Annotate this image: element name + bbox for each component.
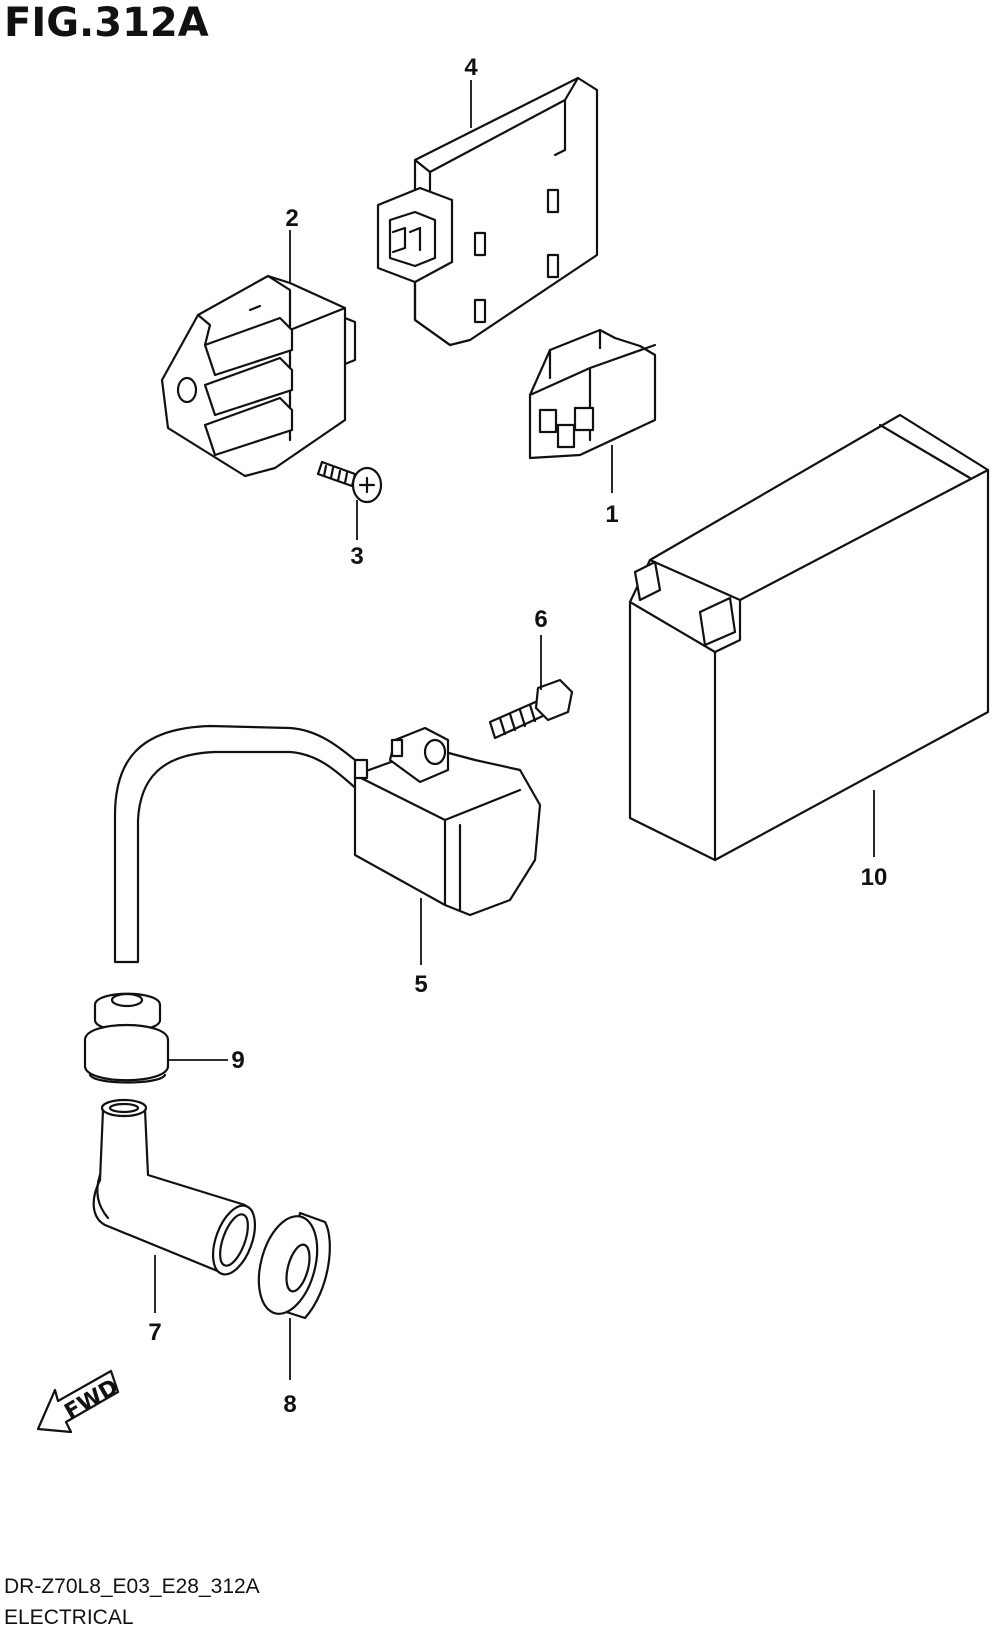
- section-title: ELECTRICAL: [4, 1606, 134, 1629]
- callout-2: 2: [285, 205, 298, 232]
- callout-1: 1: [605, 501, 618, 528]
- callout-10: 10: [861, 864, 888, 891]
- part-8-seal[interactable]: [249, 1210, 331, 1321]
- part-6-bolt[interactable]: [488, 678, 574, 740]
- fwd-arrow: FWD: [36, 1369, 123, 1434]
- callout-8: 8: [283, 1391, 296, 1418]
- part-5-ignition-coil[interactable]: [113, 724, 542, 964]
- callout-6: 6: [534, 606, 547, 633]
- model-code: DR-Z70L8_E03_E28_312A: [4, 1575, 260, 1598]
- callout-numbers: 4 2 1 3 6 10 5 9 7 8: [148, 54, 887, 1418]
- leader-lines: [154, 80, 875, 1380]
- callout-7: 7: [148, 1319, 161, 1346]
- part-2-regulator[interactable]: [160, 274, 357, 478]
- figure-title: FIG.312A: [4, 0, 209, 46]
- part-4-cdi-unit[interactable]: [376, 76, 599, 347]
- callout-3: 3: [350, 543, 363, 570]
- callout-4: 4: [464, 54, 478, 81]
- part-10-battery[interactable]: [628, 413, 990, 862]
- part-9-grommet[interactable]: [83, 992, 170, 1084]
- part-3-screw[interactable]: [316, 460, 383, 504]
- callout-9: 9: [231, 1047, 244, 1074]
- callout-5: 5: [414, 971, 427, 998]
- part-7-plug-cap[interactable]: [92, 1098, 264, 1280]
- part-1-coupler[interactable]: [528, 328, 657, 460]
